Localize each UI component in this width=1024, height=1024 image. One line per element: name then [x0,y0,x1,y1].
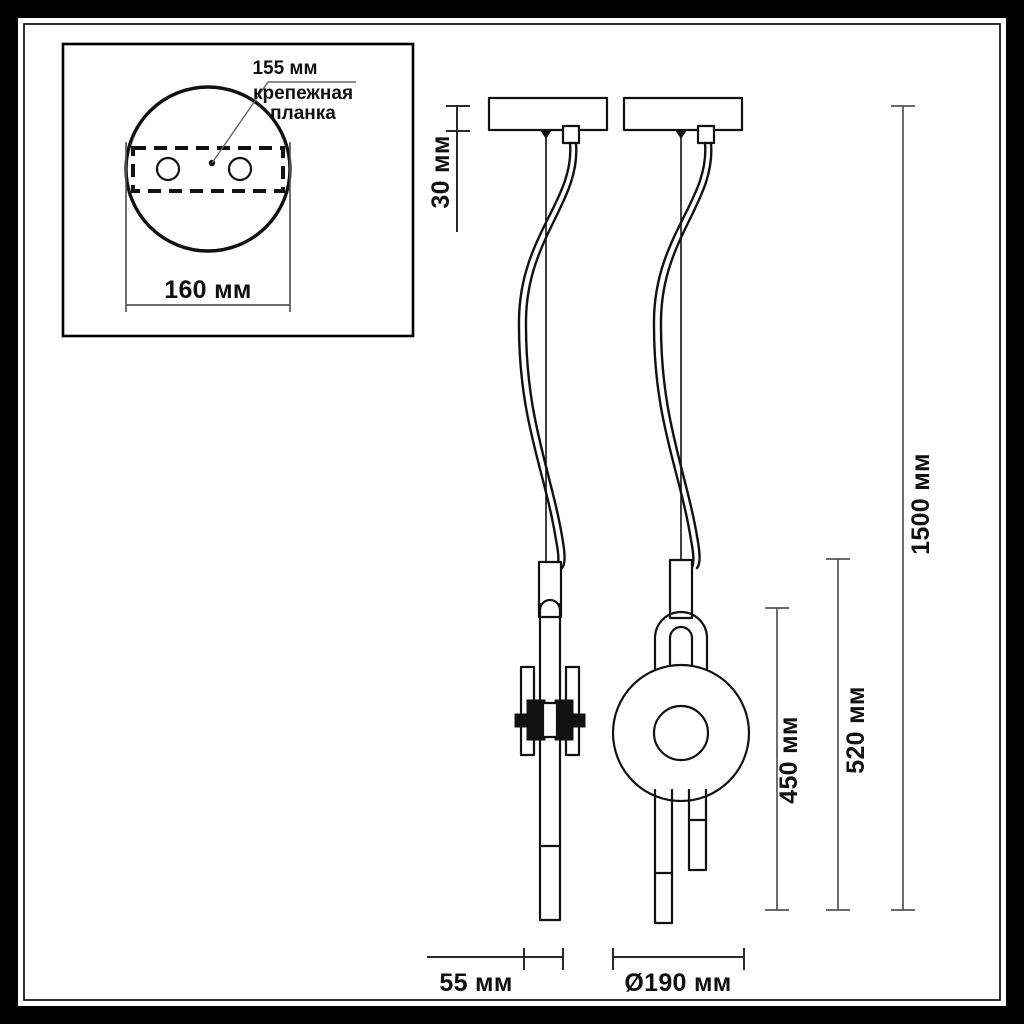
side-power-cord-a [517,141,572,570]
dim55-label: 55 мм [439,969,512,997]
side-main-tube [538,602,562,922]
dim1500-label: 1500 мм [907,453,935,555]
front-rod-right [687,788,708,872]
callout-dimension-155: 155 мм [252,58,317,79]
dim520-label: 520 мм [842,686,870,773]
callout-leader [208,81,356,167]
side-hub-stub-right [570,713,586,728]
callout-text-line2: планка [270,103,336,124]
screw-hole-right [227,156,253,182]
canopy-disc-circle [124,85,292,253]
ceiling-mount-detail-view: 155 мм крепежная планка 160 мм [61,42,415,338]
lamp-front-view [611,96,751,925]
side-power-cord-b [524,141,578,570]
detail-box-border [61,42,415,338]
dimension-450mm: 450 мм [765,607,803,911]
dimension-190mm: Ø190 мм [612,948,745,997]
front-power-cord-b [659,141,713,570]
side-hub-center-gap [541,701,559,739]
front-cord-gland [696,124,716,145]
dimension-160mm: 160 мм [125,142,291,312]
side-cable-anchor [540,130,552,139]
dimension-30mm: 30 мм [427,105,470,232]
front-top-sleeve [668,558,694,620]
dim450-label: 450 мм [775,716,803,803]
dimension-1500mm: 1500 мм [891,105,935,911]
callout-text-line1: крепежная [253,83,353,104]
front-rod-left [653,788,674,925]
frame-inner-border [23,23,1001,1001]
dimension-55mm: 55 мм [427,948,564,997]
side-cord-gland [561,124,581,145]
dim160-label: 160 мм [164,276,251,304]
front-cable-anchor [675,130,687,139]
front-yoke-outer [653,610,709,702]
front-power-cord-a [652,141,707,570]
side-top-sleeve [537,560,563,619]
front-canopy-plate [622,96,744,132]
screw-hole-left [155,156,181,182]
side-canopy-plate [487,96,609,132]
leader-line [211,81,356,164]
front-yoke-inner [668,625,694,702]
front-disc-inner-hole [652,704,710,762]
dim30-label: 30 мм [427,135,455,208]
dim190-label: Ø190 мм [624,969,731,997]
dimension-520mm: 520 мм [826,558,870,911]
mounting-plate-dashed-rect [131,146,285,193]
side-hub-stub-left [514,713,530,728]
lamp-side-view [487,96,609,922]
side-tube-cap [538,598,562,612]
